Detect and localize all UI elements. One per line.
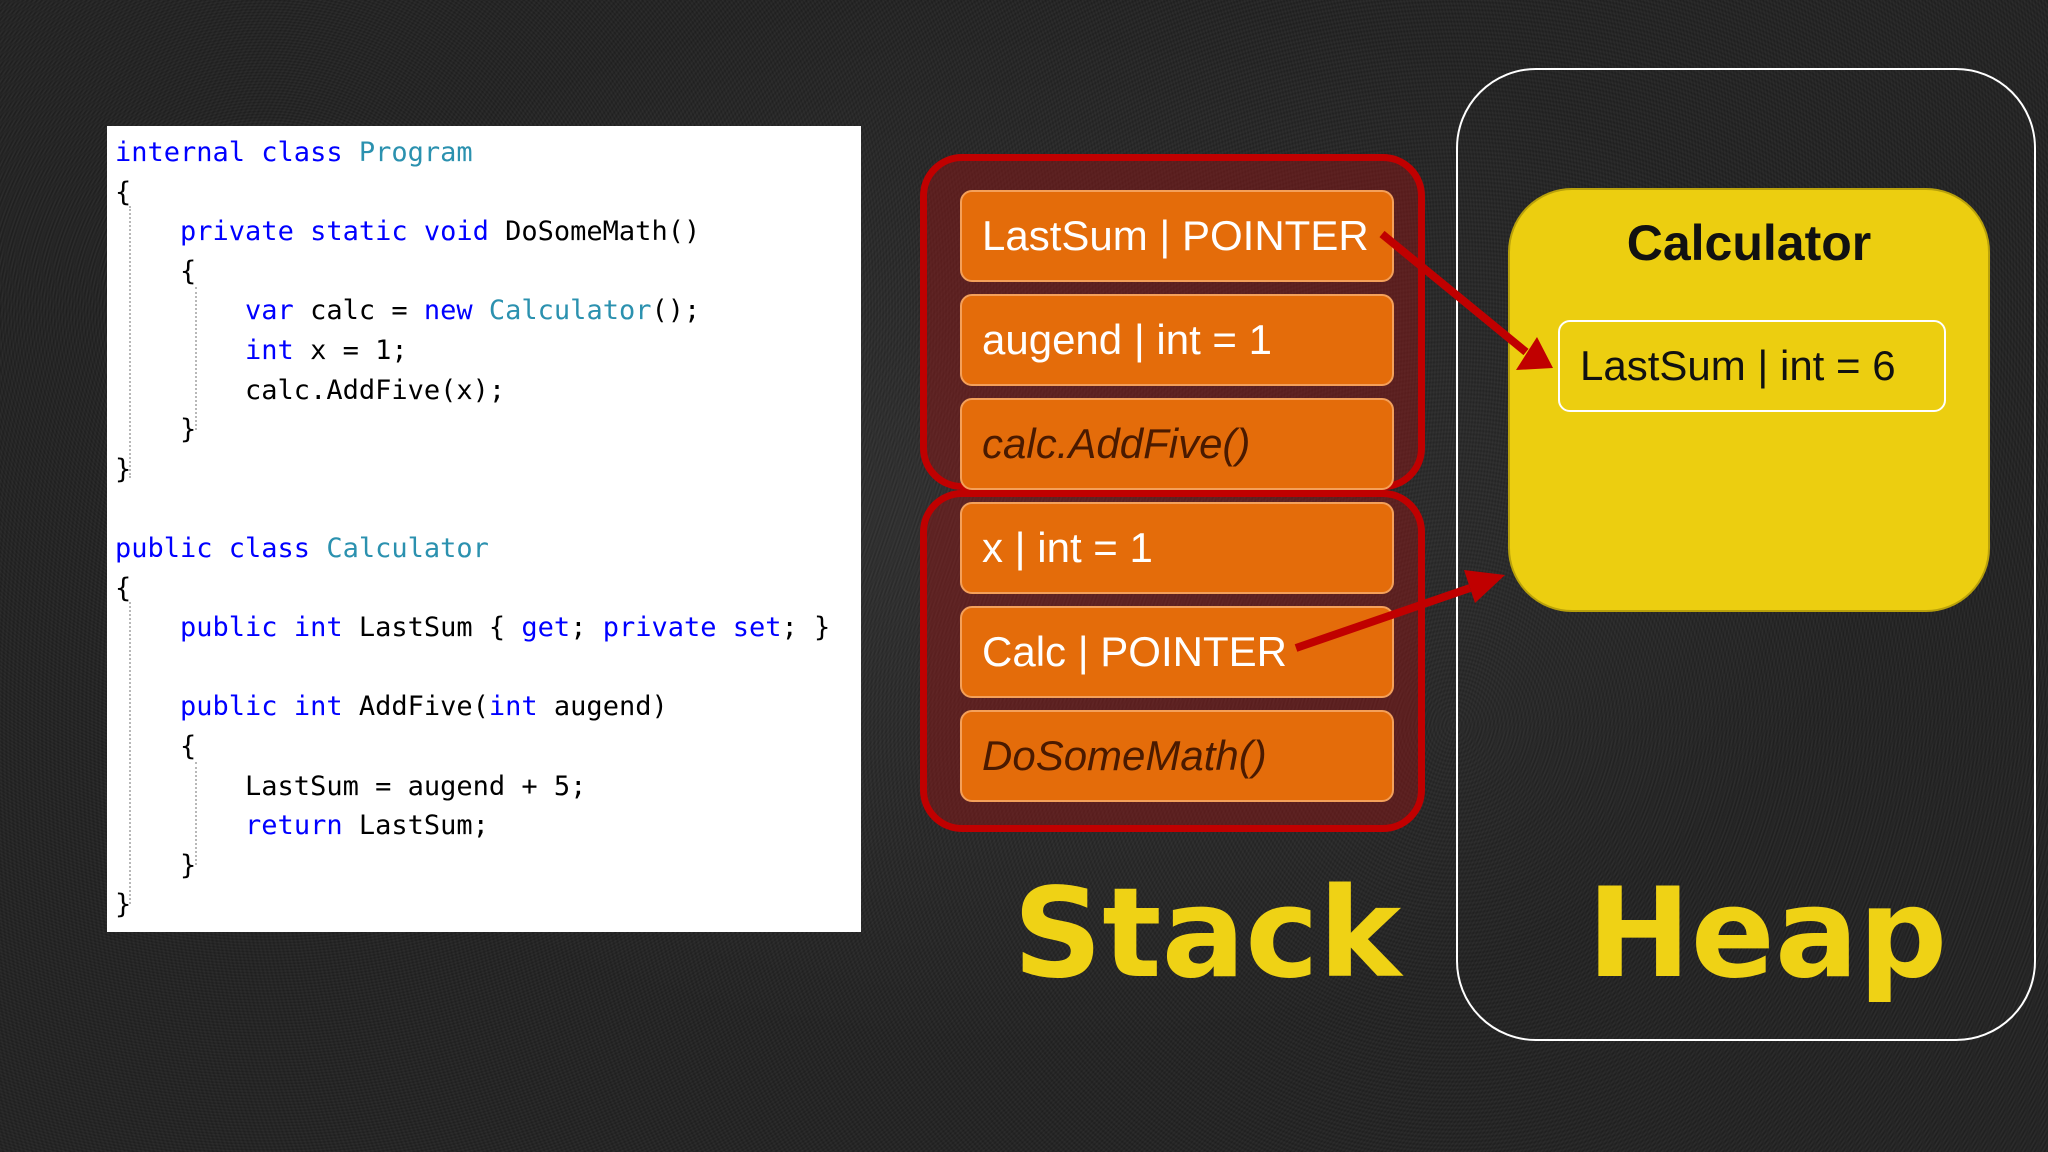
code-token: {: [115, 176, 132, 208]
code-line: private static void DoSomeMath(): [115, 212, 700, 252]
code-line: calc.AddFive(x);: [115, 371, 505, 411]
code-line: {: [115, 252, 196, 292]
stack-label: Stack: [1013, 862, 1402, 1006]
arrow-calc-to-object-head: [1464, 570, 1505, 603]
code-token: public class: [115, 533, 327, 564]
code-token: calc.AddFive(x);: [115, 374, 506, 406]
code-token: }: [115, 453, 132, 485]
code-token: private static void: [180, 216, 506, 248]
code-line: LastSum = augend + 5;: [115, 767, 586, 807]
code-token: ();: [651, 295, 701, 327]
code-token: new: [423, 295, 489, 327]
code-line: {: [115, 173, 131, 213]
heap-object-calculator: [1508, 188, 1990, 612]
code-line: var calc = new Calculator();: [115, 291, 700, 331]
code-token: Calculator: [326, 533, 489, 564]
stack-slot-addfive-call: calc.AddFive(): [960, 398, 1394, 490]
code-line: public int LastSum { get; private set; }: [115, 608, 830, 648]
code-token: x = 1;: [310, 335, 408, 366]
code-token: }: [115, 414, 197, 446]
code-token: calc =: [310, 295, 424, 327]
indent-guide: [129, 602, 131, 904]
code-token: {: [115, 731, 197, 762]
code-line: int x = 1;: [115, 331, 408, 371]
code-token: LastSum;: [358, 810, 489, 842]
code-token: var: [245, 295, 311, 327]
heap-region: [1456, 68, 2036, 1041]
stack-slot-calc-pointer: Calc | POINTER: [960, 606, 1394, 698]
arrow-lastsum-to-field-head: [1516, 337, 1553, 370]
code-line: }: [115, 450, 131, 490]
code-token: }: [115, 849, 197, 881]
code-token: ; }: [781, 612, 831, 644]
code-token: AddFive(: [358, 691, 489, 723]
code-token: DoSomeMath(): [505, 216, 701, 248]
indent-guide: [195, 287, 197, 430]
code-token: {: [115, 255, 197, 287]
indent-guide: [129, 206, 131, 478]
stack-slot-lastsum-pointer: LastSum | POINTER: [960, 190, 1394, 282]
heap-object-title: Calculator: [1626, 215, 1872, 271]
code-panel: [107, 126, 861, 932]
code-line: }: [115, 846, 196, 886]
stack-slot-x: x | int = 1: [960, 502, 1394, 594]
heap-object-field-lastsum: LastSum | int = 6: [1558, 320, 1946, 412]
code-token: int: [245, 335, 311, 366]
code-token: get: [521, 612, 571, 644]
code-token: internal class: [115, 137, 359, 168]
code-token: return: [245, 810, 359, 842]
code-line: public class Calculator: [115, 529, 489, 569]
code-token: }: [115, 889, 132, 921]
stack-slot-augend: augend | int = 1: [960, 294, 1394, 386]
code-line: return LastSum;: [115, 806, 489, 846]
code-line: }: [115, 410, 196, 450]
arrow-lastsum-to-field: [1379, 230, 1529, 356]
code-token: private set: [602, 612, 782, 644]
code-token: public int: [180, 612, 359, 644]
code-token: augend): [553, 691, 668, 723]
indent-guide: [195, 762, 197, 865]
code-token: LastSum {: [358, 612, 522, 644]
code-line: public int AddFive(int augend): [115, 687, 668, 727]
code-line: {: [115, 727, 196, 767]
code-token: ;: [570, 612, 603, 644]
code-token: public int: [180, 691, 359, 723]
code-token: {: [115, 572, 132, 604]
code-token: Program: [358, 137, 473, 168]
code-token: Calculator: [488, 295, 652, 327]
code-token: int: [488, 691, 554, 723]
code-line: {: [115, 569, 131, 609]
code-line: }: [115, 885, 131, 925]
code-line: internal class Program: [115, 133, 473, 173]
stack-slot-dosomemath-call: DoSomeMath(): [960, 710, 1394, 802]
heap-label: Heap: [1587, 862, 1948, 1006]
arrow-calc-to-object: [1294, 584, 1472, 652]
code-token: LastSum = augend + 5;: [115, 770, 587, 802]
